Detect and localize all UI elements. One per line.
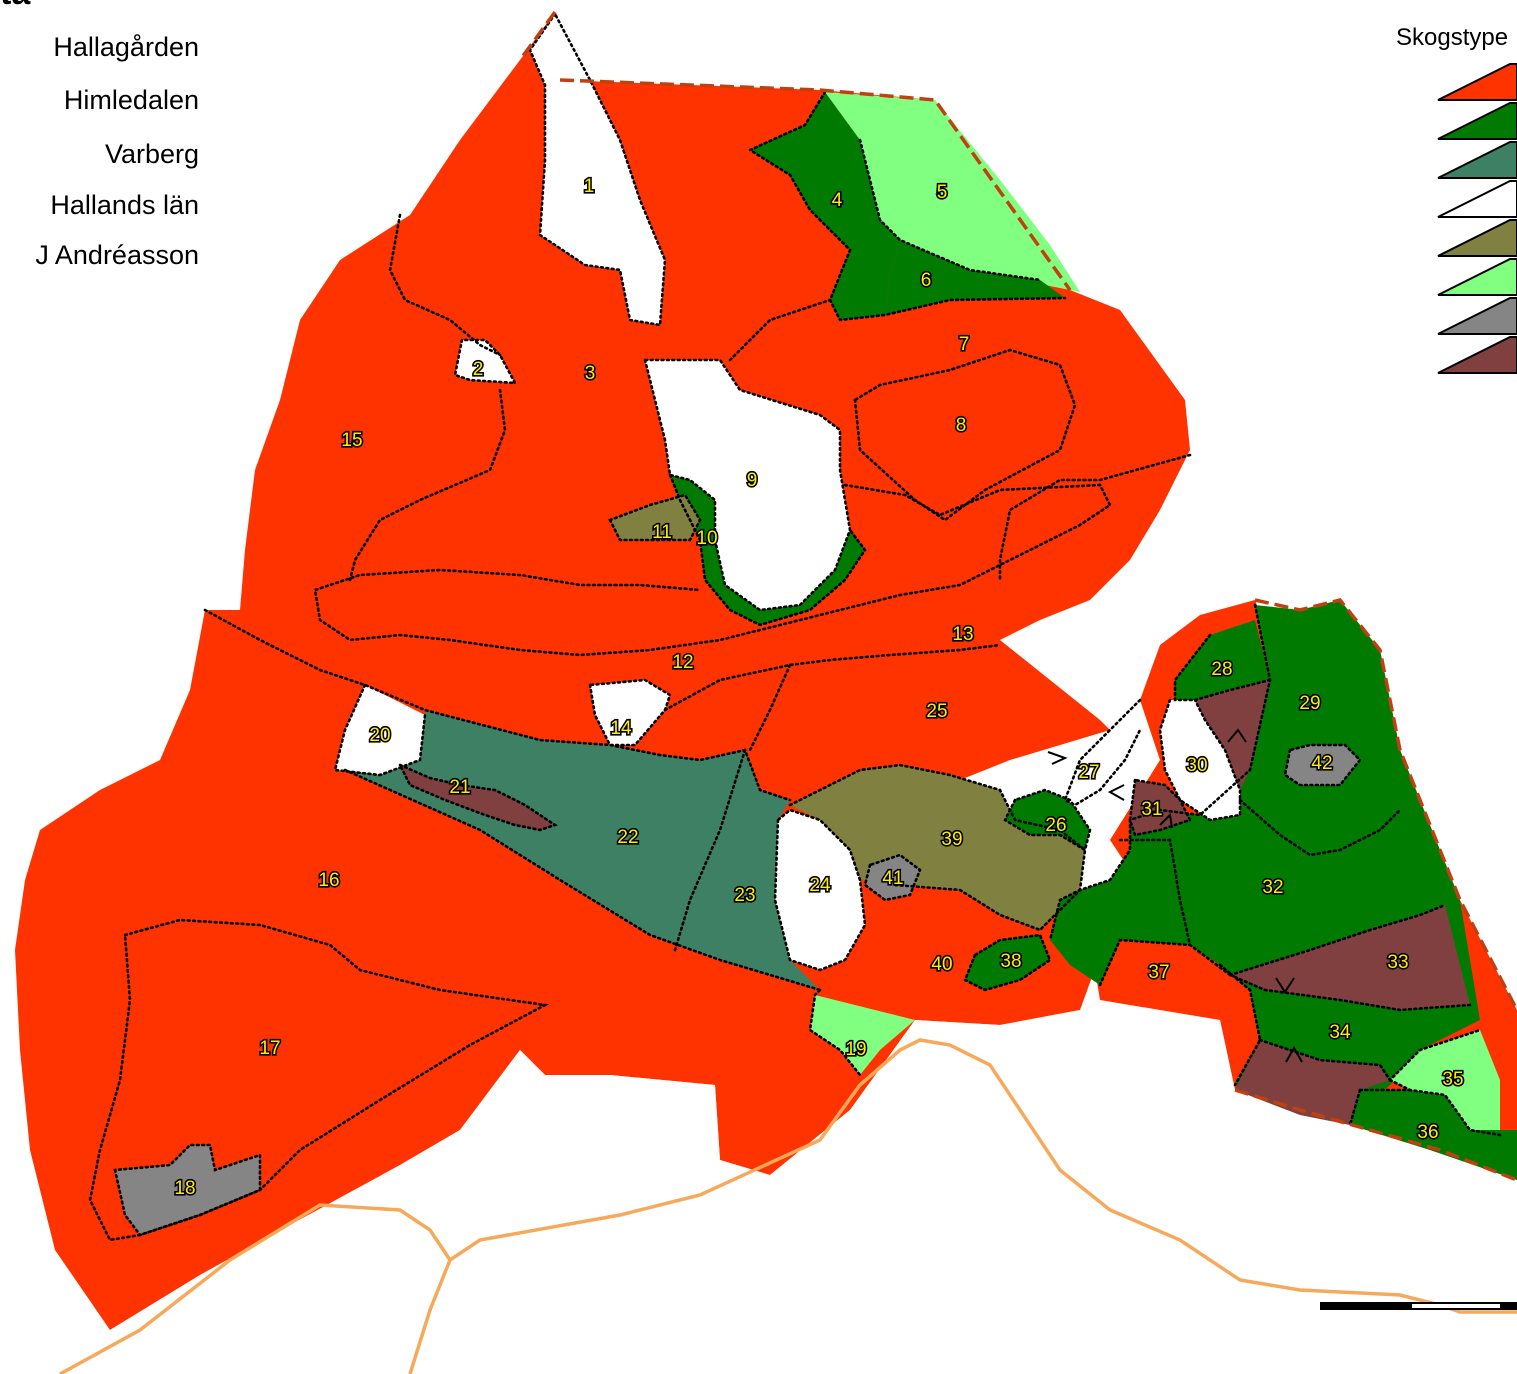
- stand-label-10: 10: [696, 528, 717, 549]
- stand-label-2: 2: [473, 359, 484, 380]
- stand-6: [885, 240, 1065, 315]
- stand-4: [750, 92, 900, 320]
- stand-label-36: 36: [1417, 1122, 1438, 1143]
- stand-26: [1005, 790, 1090, 850]
- stand-39: [790, 765, 1085, 930]
- road-branch: [408, 1259, 452, 1374]
- stand-label-26: 26: [1045, 815, 1066, 836]
- stand-2: [455, 340, 515, 383]
- legend-swatch-2: [1437, 102, 1517, 140]
- stand-label-32: 32: [1262, 877, 1283, 898]
- legend-swatch-8: [1437, 336, 1517, 374]
- stand-label-5: 5: [937, 182, 948, 203]
- stand-label-16: 16: [318, 870, 339, 891]
- stand-label-7: 7: [959, 334, 970, 355]
- stand-label-1: 1: [584, 176, 595, 197]
- stand-label-4: 4: [832, 190, 843, 211]
- legend-swatch-3: [1437, 141, 1517, 179]
- stand-label-28: 28: [1211, 659, 1232, 680]
- stand-borders: [88, 11, 1502, 1242]
- stand-label-25: 25: [926, 701, 947, 722]
- stand-24: [775, 810, 865, 970]
- stand-36: [1350, 1090, 1517, 1180]
- stand-10: [670, 475, 865, 625]
- stand-35: [1390, 1030, 1500, 1135]
- legend-swatch-5: [1437, 219, 1517, 257]
- info-area: Himledalen: [63, 85, 199, 115]
- stand-label-40: 40: [931, 954, 952, 975]
- stand-5: [825, 92, 1080, 292]
- stand-30: [1160, 700, 1240, 820]
- legend-swatch-7: [1437, 297, 1517, 335]
- stand-9: [645, 360, 850, 610]
- info-farm-name: Hallagården: [53, 32, 199, 62]
- stand-19: [810, 995, 915, 1075]
- stand-label-8: 8: [956, 415, 967, 436]
- legend-swatches: [1437, 63, 1517, 374]
- map-title-fragment: ta: [0, 0, 30, 13]
- road-south: [59, 1038, 1517, 1374]
- stand-1: [530, 14, 665, 325]
- stand-27: [1065, 700, 1140, 805]
- stand-label-14: 14: [610, 718, 632, 739]
- stand-21: [400, 765, 555, 830]
- stand-label-17: 17: [259, 1038, 280, 1059]
- stand-14: [590, 680, 670, 745]
- stand-31: [1130, 780, 1190, 835]
- legend-swatch-6: [1437, 258, 1517, 296]
- stand-11: [610, 495, 700, 540]
- stand-label-11: 11: [652, 522, 672, 543]
- stand-20: [335, 685, 425, 775]
- stand-label-22: 22: [617, 827, 638, 848]
- stand-label-27: 27: [1078, 762, 1099, 783]
- legend-title: Skogstype: [1396, 24, 1509, 51]
- stand-label-23: 23: [734, 885, 755, 906]
- stand-label-42: 42: [1311, 753, 1332, 774]
- stand-42: [1285, 745, 1360, 785]
- stand-22-23: [345, 710, 820, 990]
- property-boundary: [518, 10, 1517, 1182]
- stand-label-30: 30: [1186, 755, 1207, 776]
- stand-label-9: 9: [747, 470, 758, 491]
- stand-label-6: 6: [921, 270, 932, 291]
- stand-label-13: 13: [952, 624, 973, 645]
- stand-label-29: 29: [1299, 693, 1320, 714]
- stand-label-19: 19: [845, 1039, 866, 1060]
- info-author: J Andréasson: [35, 240, 199, 270]
- stand-label-41: 41: [882, 868, 903, 889]
- stand-label-35: 35: [1442, 1069, 1463, 1090]
- stand-label-12: 12: [672, 652, 693, 673]
- stand-label-31: 31: [1141, 799, 1162, 820]
- stand-label-21: 21: [449, 777, 470, 798]
- stand-label-20: 20: [369, 725, 390, 746]
- stand-label-37: 37: [1148, 962, 1169, 983]
- stand-41: [865, 855, 920, 900]
- stand-label-3: 3: [585, 363, 596, 384]
- stand-label-39: 39: [941, 829, 962, 850]
- stand-label-15: 15: [341, 430, 362, 451]
- stand-28: [1175, 620, 1270, 700]
- legend-swatch-1: [1437, 63, 1517, 101]
- direction-markers: [1047, 728, 1303, 1063]
- scale-bar: [1320, 1302, 1517, 1310]
- stand-label-18: 18: [174, 1178, 195, 1199]
- info-county: Hallands län: [50, 190, 199, 220]
- legend-swatch-4: [1437, 180, 1517, 218]
- info-municipality: Varberg: [104, 139, 199, 169]
- stand-label-34: 34: [1329, 1022, 1351, 1043]
- stand-label-38: 38: [1000, 951, 1021, 972]
- stand-label-24: 24: [809, 875, 831, 896]
- stand-label-33: 33: [1387, 952, 1408, 973]
